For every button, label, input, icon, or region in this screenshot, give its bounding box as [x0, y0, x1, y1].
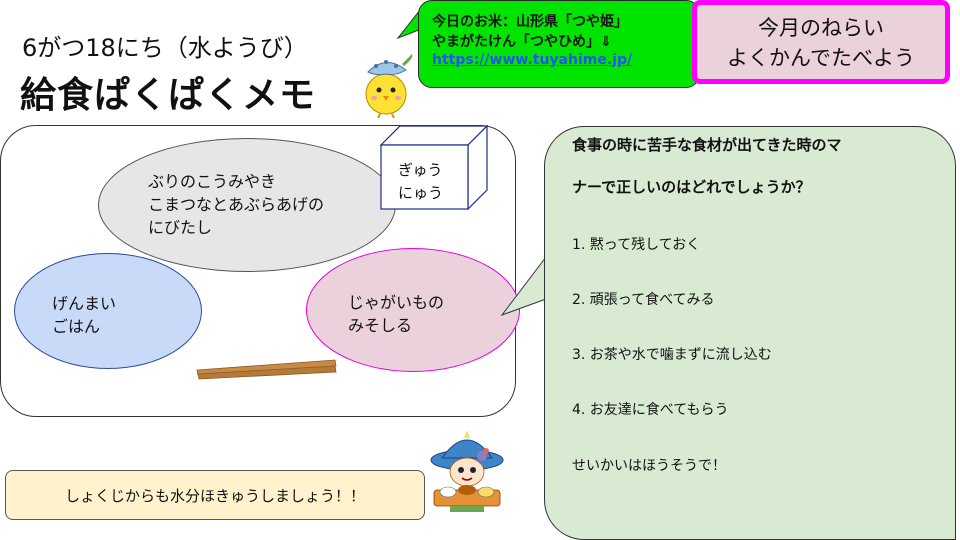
- bird-mascot-icon: [365, 54, 413, 118]
- milk-carton: [380, 125, 488, 210]
- quiz-bubble-tail: [500, 255, 547, 317]
- rice-callout-line1: 今日のお米：山形県「つや姫」: [432, 14, 628, 30]
- quiz-option-1: 1. 黙って残しておく: [572, 237, 701, 253]
- monthly-aim-box: [692, 0, 950, 84]
- soup-label: じゃがいもの: [348, 293, 445, 312]
- side-dish-label-cont: にびたし: [148, 218, 213, 237]
- side-dish-label: こまつなとあぶらあげの: [148, 195, 325, 214]
- quiz-question: 食事の時に苦手な食材が出てきた時のマ: [572, 136, 842, 154]
- main-dish-plate: [98, 138, 396, 272]
- chopsticks-icon: [196, 359, 337, 380]
- quiz-option-4: 4. お友達に食べてもらう: [572, 402, 729, 418]
- quiz-hint: せいかいはほうそうで！: [572, 458, 726, 474]
- tip-box: [5, 470, 425, 520]
- tip-text: しょくじからも水分ほきゅうしましょう！！: [64, 487, 365, 505]
- date-line: 6がつ18にち（水ようび）: [22, 34, 308, 62]
- milk-label: ぎゅう: [398, 161, 443, 179]
- quiz-option-3: 3. お茶や水で噛まずに流し込む: [572, 347, 772, 363]
- rice-label: げんまい: [52, 294, 117, 313]
- main-dish-label: ぶりのこうみやき: [148, 172, 277, 191]
- rice-callout: [418, 0, 700, 88]
- memo-title: 給食ぱくぱくメモ: [20, 75, 317, 116]
- soup-label-cont: みそしる: [348, 316, 413, 335]
- chef-mascot-icon: [430, 430, 504, 512]
- monthly-aim-text: よくかんでたべよう: [727, 46, 915, 70]
- rice-bowl: [14, 253, 202, 369]
- quiz-option-2: 2. 頑張って食べてみる: [572, 292, 715, 308]
- rice-callout-line2: やまがたけん「つやひめ」⇓: [432, 34, 612, 50]
- soup-bowl: [306, 248, 520, 372]
- milk-label-cont: にゅう: [398, 184, 444, 202]
- quiz-bubble: [544, 126, 956, 540]
- tsuyahime-link[interactable]: https://www.tuyahime.jp/: [432, 52, 633, 68]
- quiz-question-cont: ナーで正しいのはどれでしょうか？: [572, 178, 811, 196]
- rice-label-cont: ごはん: [52, 317, 101, 336]
- monthly-aim-title: 今月のねらい: [758, 16, 884, 40]
